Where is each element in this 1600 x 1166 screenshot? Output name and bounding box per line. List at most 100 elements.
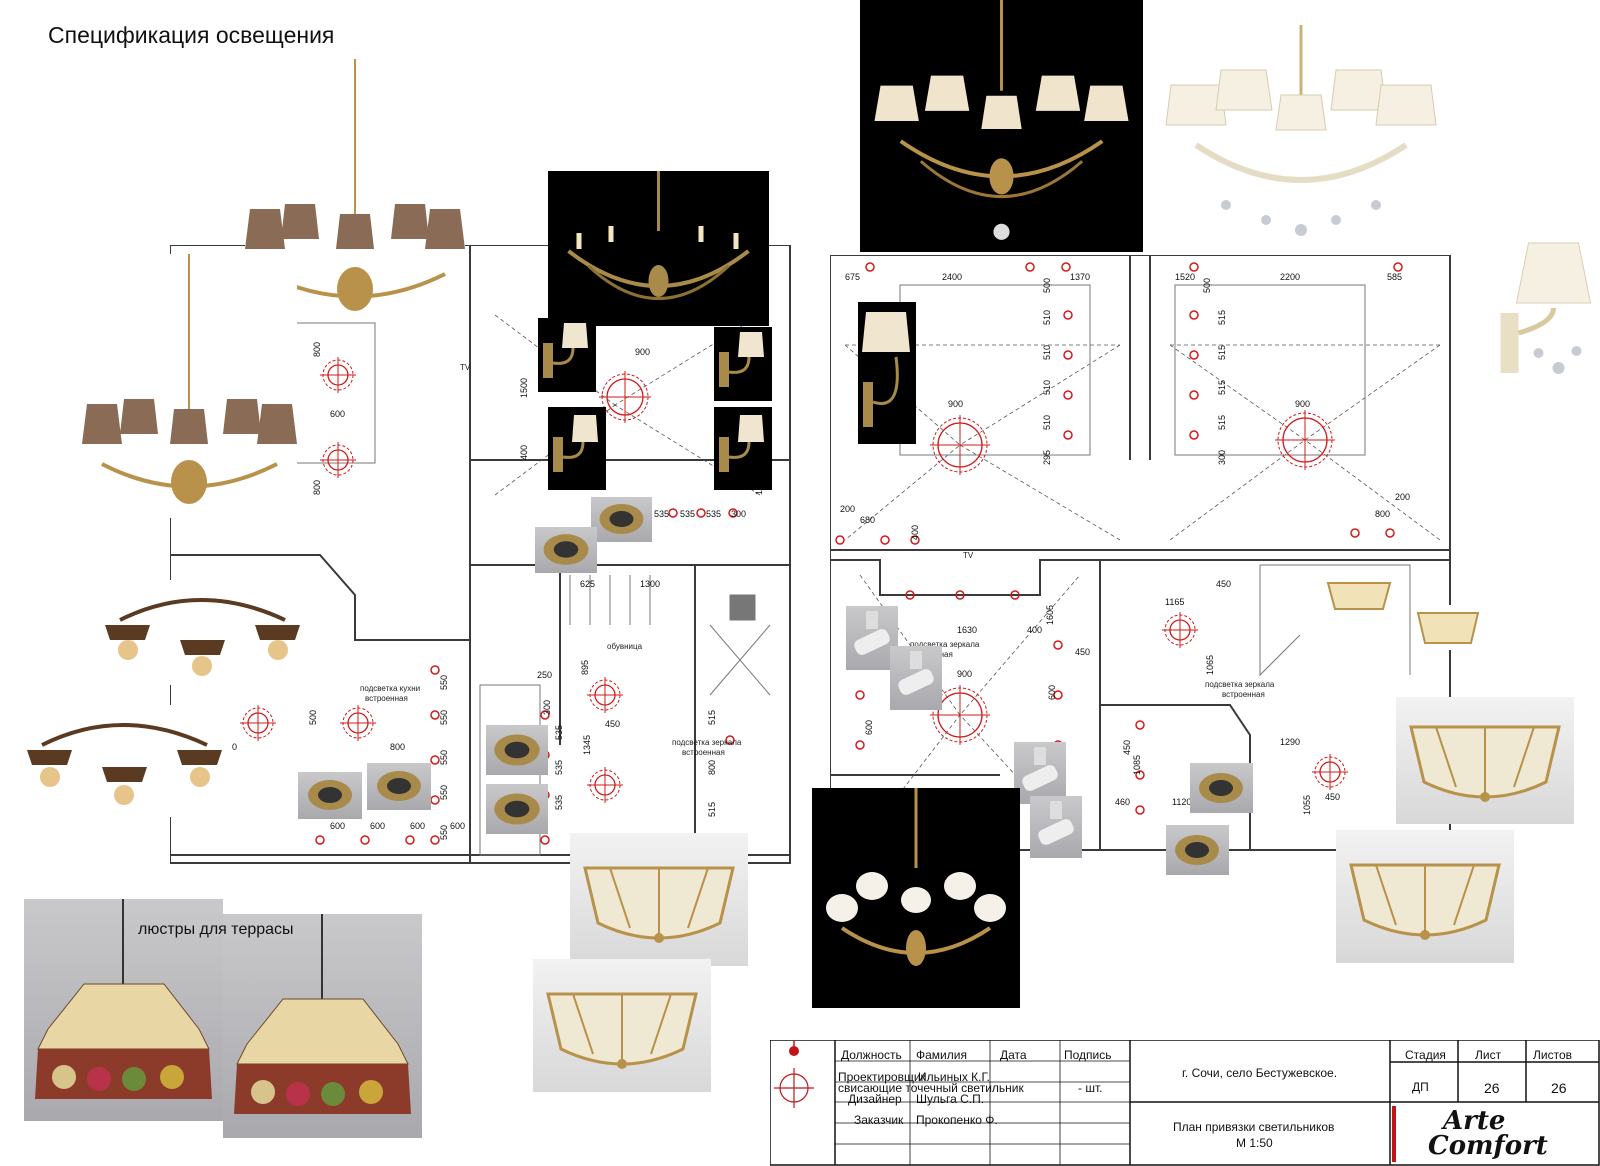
spot-light-symbol — [430, 755, 440, 765]
dimension-label: 510 — [1042, 380, 1052, 395]
tb-address: г. Сочи, село Бестужевское. — [1182, 1066, 1338, 1080]
tb-role-3: Заказчик — [854, 1113, 904, 1127]
dimension-label: 585 — [1387, 272, 1402, 282]
downlight-icon — [543, 534, 589, 565]
wall-lamp-photo-1 — [1323, 575, 1395, 615]
dimension-label: 1630 — [957, 625, 977, 635]
spot-light-symbol — [540, 710, 550, 720]
tb-role-1: Проектировщик — [838, 1070, 926, 1084]
dimension-label: 2200 — [1280, 272, 1300, 282]
dimension-label: 550 — [439, 825, 449, 840]
spot-light-symbol — [430, 835, 440, 845]
chandelier-photo-left-2 — [82, 254, 297, 518]
dimension-label: 2400 — [942, 272, 962, 282]
spot-light-symbol — [1053, 690, 1063, 700]
tiffany-pendant-icon — [234, 914, 411, 1114]
dimension-label: 515 — [1217, 345, 1227, 360]
dimension-label: 535 — [554, 795, 564, 810]
spot-light-symbol — [1135, 770, 1145, 780]
dimension-label: 900 — [948, 399, 963, 409]
downlight-photo-6 — [367, 763, 431, 810]
downlight-photo-3 — [486, 725, 548, 775]
tb-sheets-header: Листов — [1533, 1048, 1572, 1062]
dimension-label: 535 — [554, 760, 564, 775]
dimension-label: 250 — [537, 670, 552, 680]
sconce-photo-4 — [714, 407, 772, 490]
spot-light-symbol — [430, 710, 440, 720]
wall-lamp-icon — [1326, 582, 1392, 610]
rustic-chandelier-photo-1 — [100, 580, 305, 685]
dimension-label: 600 — [864, 720, 874, 735]
dimension-label: 450 — [1216, 579, 1231, 589]
flush-ceiling-light-icon — [546, 992, 698, 1069]
wall-lamp-photo-2 — [1413, 605, 1483, 650]
ceiling-light-photo-3 — [1396, 697, 1574, 824]
ceiling-light-photo-2 — [533, 959, 711, 1092]
kitchen-light-label-2: встроенная — [365, 694, 408, 703]
chandelier-photo-bottom-center — [812, 788, 1020, 1008]
dimension-label: 550 — [439, 785, 449, 800]
dimension-label: 0 — [232, 742, 237, 752]
wall-sconce-icon — [719, 415, 764, 472]
dimension-label: 1165 — [1165, 597, 1184, 607]
downlight-icon — [308, 780, 352, 810]
dimension-label: 550 — [439, 710, 449, 725]
dimension-label: 300 — [542, 700, 552, 715]
ceiling-fixture-symbol — [240, 705, 276, 741]
mirror-light-label-3: подсветка зеркала — [1205, 680, 1275, 689]
downlight-icon — [1199, 773, 1243, 803]
ceiling-light-photo-4 — [1336, 830, 1514, 963]
tb-drawing-title: План привязки светильников — [1173, 1120, 1335, 1134]
dimension-label: 1055 — [1302, 795, 1312, 815]
terrace-note: люстры для террасы — [138, 921, 294, 938]
tb-header-date: Дата — [1000, 1048, 1027, 1062]
dimension-label: 510 — [1042, 415, 1052, 430]
dimension-label: 600 — [410, 821, 425, 831]
dimension-label: 1290 — [1280, 737, 1300, 747]
dimension-label: 1605 — [1045, 605, 1055, 625]
tb-name-1: Ильиных К.Г. — [918, 1070, 990, 1084]
flush-ceiling-light-icon — [583, 866, 735, 943]
spot-light-symbol — [865, 262, 875, 272]
mirror-light-label-2: встроенная — [682, 748, 725, 757]
spot-light-symbol — [1010, 590, 1020, 600]
chandelier-icon — [245, 59, 465, 311]
track-spotlight-icon — [854, 611, 890, 655]
sconce-photo-right — [1497, 233, 1600, 393]
spot-light-symbol — [1189, 430, 1199, 440]
pendant-point-icon — [789, 1040, 799, 1056]
brand-logo-line2: Comfort — [1428, 1131, 1548, 1161]
dimension-label: 600 — [370, 821, 385, 831]
dimension-label: 900 — [957, 669, 972, 679]
spot-light-symbol — [905, 590, 915, 600]
chandelier-photo-left-1 — [245, 58, 465, 320]
tb-name-3: Прокопенко Ф. — [916, 1113, 998, 1127]
downlight-icon — [494, 793, 540, 825]
spotlight-photo-2 — [890, 646, 942, 710]
sconce-photo-3 — [548, 407, 606, 490]
dimension-label: 450 — [1325, 792, 1340, 802]
dimension-label: 400 — [910, 525, 920, 540]
dimension-label: 515 — [1217, 380, 1227, 395]
floor-plan-left: 8006008009001500400151053553553530062513… — [170, 245, 791, 864]
tiffany-pendant-icon — [35, 899, 212, 1099]
dimension-label: 510 — [1042, 310, 1052, 325]
spot-light-symbol — [1135, 805, 1145, 815]
spot-light-symbol — [835, 535, 845, 545]
ceiling-fixture-symbol — [320, 442, 356, 478]
dimension-label: 550 — [439, 750, 449, 765]
dimension-label: 500 — [308, 710, 318, 725]
ceiling-fixture-symbol — [320, 357, 356, 393]
downlight-icon — [1175, 835, 1219, 865]
chandelier-icon — [874, 0, 1129, 240]
tb-sheet-header: Лист — [1475, 1048, 1502, 1062]
flush-ceiling-light-icon — [1349, 863, 1501, 940]
dimension-label: 675 — [845, 272, 860, 282]
dimension-label: 400 — [519, 445, 529, 460]
tb-header-surname: Фамилия — [916, 1048, 967, 1062]
spot-light-symbol — [1135, 720, 1145, 730]
dimension-label: 900 — [1295, 399, 1310, 409]
wall-sconce-icon — [543, 323, 588, 378]
chandelier-photo-top-center — [860, 0, 1143, 252]
dimension-label: 550 — [439, 675, 449, 690]
